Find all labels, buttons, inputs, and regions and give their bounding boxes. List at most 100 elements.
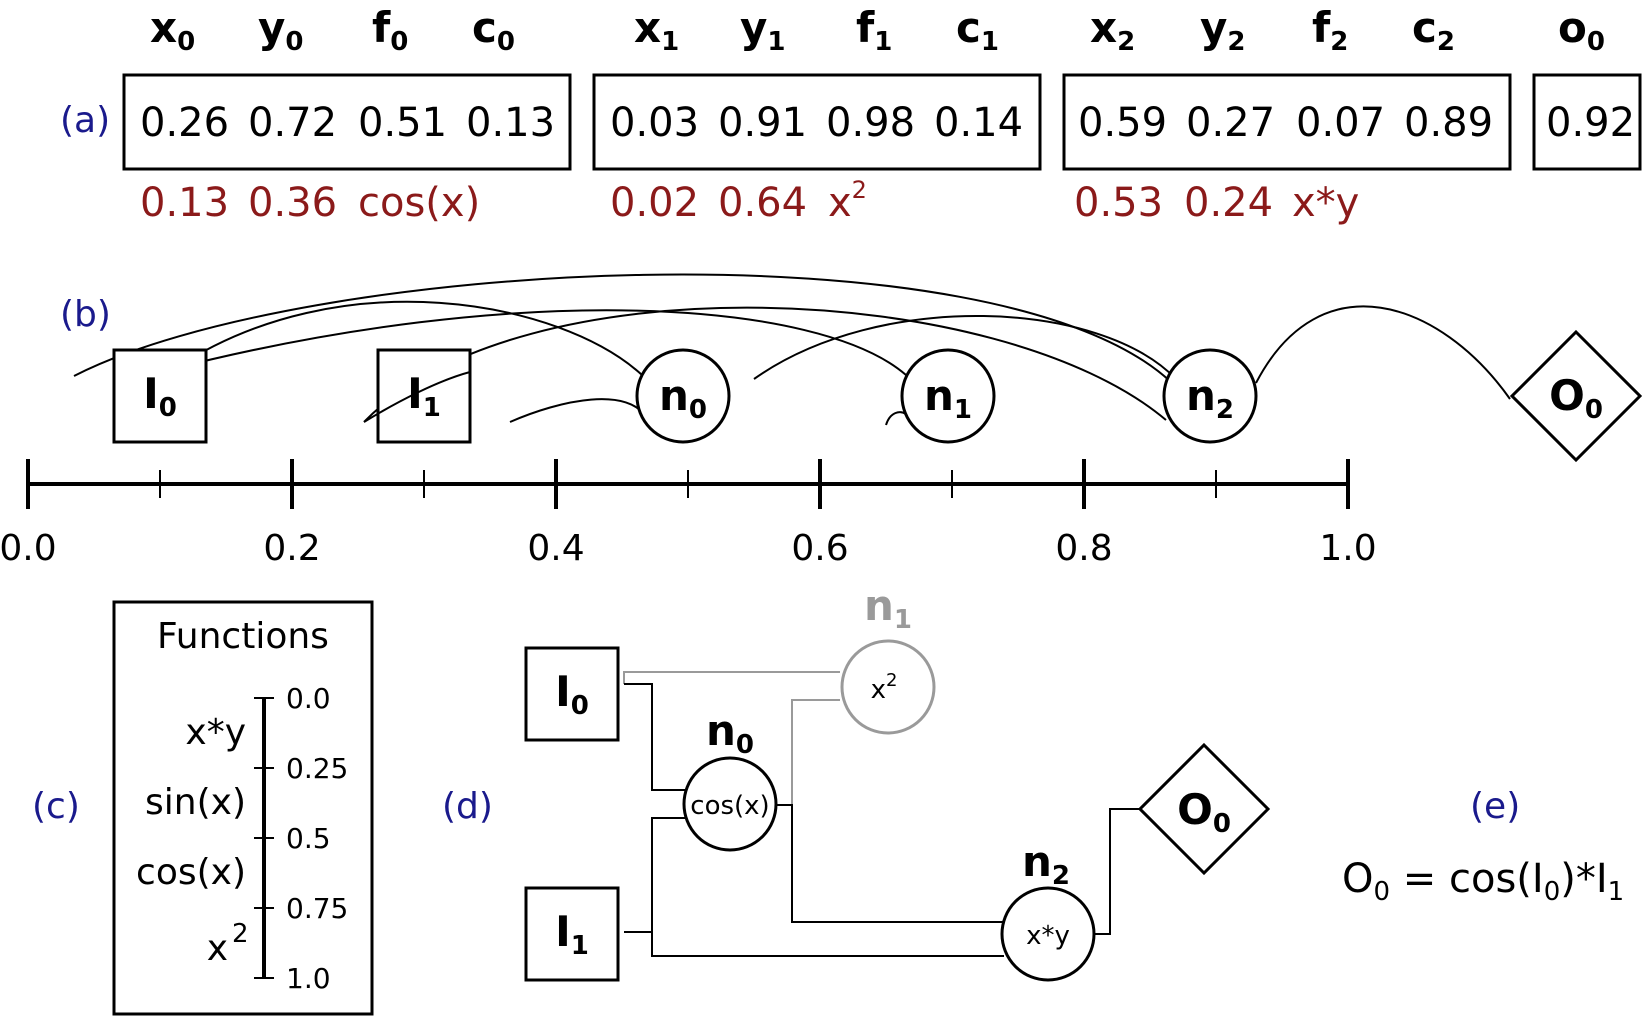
graph-node-0: n0 cos(x) — [682, 706, 778, 852]
svg-text:cos(x): cos(x) — [690, 791, 769, 821]
svg-text:O0: O0 — [1177, 785, 1231, 839]
svg-text:x1: x1 — [634, 3, 679, 57]
svg-text:f0: f0 — [372, 3, 408, 57]
svg-text:x0: x0 — [150, 3, 195, 57]
graph-input-1: I1 — [524, 886, 620, 982]
svg-text:o0: o0 — [1558, 3, 1605, 57]
layout-node-1: n1 — [900, 348, 996, 444]
svg-text:0.72: 0.72 — [248, 100, 337, 146]
graph-wires — [623, 671, 1140, 957]
svg-text:x*y: x*y — [1292, 180, 1359, 226]
svg-text:0.59: 0.59 — [1078, 100, 1167, 146]
panel-label-a: (a) — [60, 100, 110, 141]
svg-text:1.0: 1.0 — [286, 962, 331, 995]
svg-text:0.98: 0.98 — [826, 100, 915, 146]
svg-text:x2: x2 — [828, 176, 867, 226]
svg-text:0.26: 0.26 — [140, 100, 229, 146]
svg-text:n2: n2 — [1022, 837, 1070, 891]
svg-text:0.5: 0.5 — [286, 822, 331, 855]
layout-output: O0 — [1509, 329, 1643, 463]
svg-text:0.91: 0.91 — [718, 100, 807, 146]
svg-text:x*y: x*y — [1026, 921, 1070, 951]
svg-text:n2: n2 — [1186, 371, 1234, 425]
svg-text:x*y: x*y — [185, 712, 246, 753]
svg-text:f2: f2 — [1312, 3, 1348, 57]
panel-label-b: (b) — [60, 294, 111, 335]
graph-output: O0 — [1137, 742, 1271, 876]
svg-text:0.75: 0.75 — [286, 892, 348, 925]
functions-legend-title: Functions — [157, 616, 329, 657]
svg-text:I0: I0 — [143, 369, 177, 423]
svg-text:O0: O0 — [1549, 371, 1603, 425]
gene-1-values: 0.03 0.91 0.98 0.14 — [610, 100, 1023, 146]
svg-text:0.64: 0.64 — [718, 180, 807, 226]
layout-node-0: n0 — [635, 348, 731, 444]
svg-text:0.2: 0.2 — [263, 528, 320, 569]
graph-input-0: I0 — [524, 646, 620, 742]
layout-axis-tick-labels: 0.0 0.2 0.4 0.6 0.8 1.0 — [0, 528, 1377, 569]
functions-legend-ticks: 0.0 0.25 0.5 0.75 1.0 — [286, 682, 348, 995]
svg-text:0.07: 0.07 — [1296, 100, 1385, 146]
gene-0-decoded: 0.13 0.36 cos(x) — [140, 180, 480, 226]
svg-text:0.13: 0.13 — [140, 180, 229, 226]
output-gene-value: 0.92 — [1546, 100, 1635, 146]
svg-text:0.36: 0.36 — [248, 180, 337, 226]
gene-0-box — [122, 73, 572, 171]
svg-text:cos(x): cos(x) — [358, 180, 480, 226]
svg-text:0.4: 0.4 — [527, 528, 584, 569]
panel-label-e: (e) — [1470, 786, 1520, 827]
svg-text:n0: n0 — [659, 371, 707, 425]
svg-text:0.13: 0.13 — [466, 100, 555, 146]
layout-connections — [73, 273, 1511, 426]
gene-1-headers: x1 y1 f1 c1 — [634, 3, 999, 57]
gene-2-headers: x2 y2 f2 c2 — [1090, 3, 1455, 57]
svg-text:0.8: 0.8 — [1055, 528, 1112, 569]
gene-2-decoded: 0.53 0.24 x*y — [1074, 180, 1359, 226]
svg-text:2: 2 — [232, 919, 249, 949]
layout-input-0: I0 — [112, 348, 208, 444]
layout-node-2: n2 — [1162, 348, 1258, 444]
svg-text:0.89: 0.89 — [1404, 100, 1493, 146]
svg-text:I0: I0 — [555, 667, 589, 721]
svg-text:0.25: 0.25 — [286, 752, 348, 785]
svg-text:cos(x): cos(x) — [136, 852, 246, 893]
svg-text:0.0: 0.0 — [286, 682, 331, 715]
gene-0-values: 0.26 0.72 0.51 0.13 — [140, 100, 555, 146]
svg-text:0.51: 0.51 — [358, 100, 447, 146]
svg-text:y1: y1 — [740, 3, 785, 57]
svg-text:0.03: 0.03 — [610, 100, 699, 146]
gene-0-headers: x0 y0 f0 c0 — [150, 3, 515, 57]
svg-text:f1: f1 — [856, 3, 892, 57]
output-gene-header: o0 — [1558, 3, 1605, 57]
svg-text:n1: n1 — [924, 371, 972, 425]
layout-axis — [26, 459, 1350, 509]
svg-text:I1: I1 — [555, 907, 589, 961]
layout-input-1: I1 — [376, 348, 472, 444]
svg-text:n0: n0 — [706, 706, 754, 760]
gene-2-values: 0.59 0.27 0.07 0.89 — [1078, 100, 1493, 146]
svg-text:0.53: 0.53 — [1074, 180, 1163, 226]
svg-text:0.14: 0.14 — [934, 100, 1023, 146]
graph-node-1-inactive: n1 x2 — [840, 581, 936, 735]
svg-text:0.27: 0.27 — [1186, 100, 1275, 146]
svg-text:0.24: 0.24 — [1184, 180, 1273, 226]
functions-legend-box — [112, 600, 374, 1016]
gene-1-decoded: 0.02 0.64 x2 — [610, 176, 867, 226]
gene-2-box — [1062, 73, 1512, 171]
equation: O0 = cos(I0)*I1 — [1342, 856, 1624, 907]
gene-1-box — [592, 73, 1042, 171]
svg-text:0.0: 0.0 — [0, 528, 57, 569]
svg-text:x2: x2 — [871, 670, 898, 705]
svg-text:n1: n1 — [864, 581, 912, 635]
graph-node-2: n2 x*y — [1000, 837, 1096, 982]
panel-label-d: (d) — [442, 786, 493, 827]
svg-text:x: x — [207, 928, 228, 969]
panel-label-c: (c) — [32, 786, 80, 827]
svg-text:0.6: 0.6 — [791, 528, 848, 569]
svg-text:c1: c1 — [956, 3, 999, 57]
svg-text:x2: x2 — [1090, 3, 1135, 57]
functions-legend-scale — [254, 697, 274, 979]
svg-text:0.02: 0.02 — [610, 180, 699, 226]
svg-text:c2: c2 — [1412, 3, 1455, 57]
